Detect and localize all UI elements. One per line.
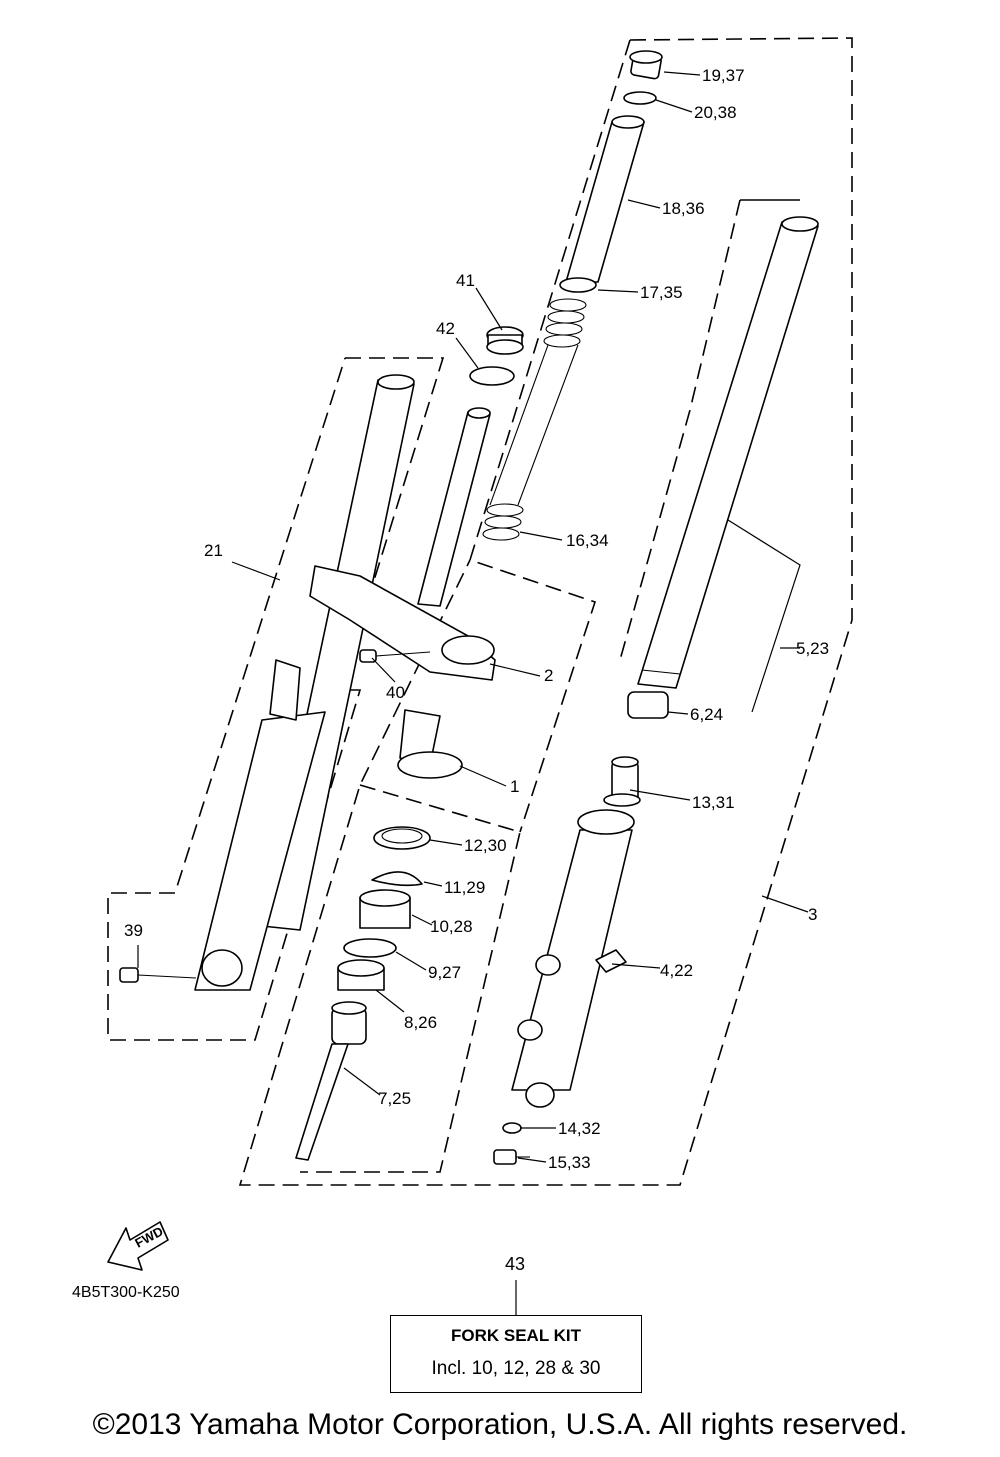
callout-9-27: 9,27 — [428, 963, 461, 982]
bushing-8-26 — [337, 959, 385, 991]
callout-10-28: 10,28 — [430, 917, 473, 936]
bolt-40 — [359, 649, 431, 663]
callout-1: 1 — [510, 777, 519, 796]
cap-bolt-19-37 — [629, 50, 663, 80]
fork-seal-kit-box: FORK SEAL KIT Incl. 10, 12, 28 & 30 — [390, 1315, 642, 1393]
callout-13-31: 13,31 — [692, 793, 735, 812]
callout-12-30: 12,30 — [464, 836, 507, 855]
group-outline-inner-tube — [469, 39, 631, 833]
group-outline-seal-parts — [300, 784, 521, 1173]
callout-20-38: 20,38 — [694, 103, 737, 122]
leader-lines — [137, 71, 809, 1315]
o-ring-20-38 — [623, 91, 657, 105]
callout-7-25: 7,25 — [378, 1089, 411, 1108]
callout-11-29: 11,29 — [444, 878, 485, 897]
slide-bushing-6-24 — [627, 691, 669, 719]
bolt-39 — [119, 967, 197, 983]
callout-40: 40 — [386, 683, 405, 702]
callout-18-36: 18,36 — [662, 199, 705, 218]
bolt-15-33 — [493, 1149, 530, 1165]
kit-title: FORK SEAL KIT — [450, 1326, 582, 1345]
callout-3: 3 — [808, 905, 817, 924]
callout-41: 41 — [456, 271, 475, 290]
fork-leg-21 — [194, 374, 415, 991]
callout-16-34: 16,34 — [566, 531, 609, 550]
callout-39: 39 — [124, 921, 143, 940]
group-outline-left-fork — [107, 357, 445, 1041]
figure-code: 4B5T300-K250 — [72, 1284, 180, 1301]
callout-15-33: 15,33 — [548, 1153, 591, 1172]
copyright-notice: ©2013 Yamaha Motor Corporation, U.S.A. A… — [92, 1408, 908, 1441]
damper-rod-7-25 — [295, 1001, 367, 1161]
spacer-collar-18-36 — [565, 115, 645, 283]
handlebar-2 — [309, 407, 496, 681]
washer-42 — [469, 366, 515, 386]
dust-seal-12-30 — [373, 826, 431, 850]
fork-spring-16-34 — [482, 298, 587, 541]
kit-contents: Incl. 10, 12, 28 & 30 — [431, 1358, 601, 1379]
callout-5-23: 5,23 — [796, 639, 829, 658]
oil-seal-10-28 — [359, 889, 411, 929]
callout-4-22: 4,22 — [660, 961, 693, 980]
washer-9-27 — [343, 938, 397, 958]
callout-21: 21 — [204, 541, 223, 560]
outer-tube-4-22 — [511, 809, 635, 1108]
callout-8-26: 8,26 — [404, 1013, 437, 1032]
callout-2: 2 — [544, 666, 553, 685]
inner-tube-5-23 — [637, 216, 819, 689]
callout-6-24: 6,24 — [690, 705, 723, 724]
callout-14-32: 14,32 — [558, 1119, 601, 1138]
callout-17-35: 17,35 — [640, 283, 683, 302]
callout-19-37: 19,37 — [702, 66, 745, 85]
adjuster-41 — [486, 326, 524, 355]
cover-1 — [397, 709, 463, 779]
callout-43: 43 — [504, 1254, 526, 1274]
group-outline-right-fork — [238, 37, 853, 1186]
oil-lock-piece-13-31 — [603, 756, 641, 807]
clip-11-29 — [371, 871, 423, 887]
spring-seat-17-35 — [559, 277, 597, 293]
group-outline-outer-tube — [619, 199, 800, 661]
fwd-arrow-icon: FWD — [107, 1221, 169, 1271]
callout-42: 42 — [436, 319, 455, 338]
washer-14-32 — [502, 1122, 522, 1134]
